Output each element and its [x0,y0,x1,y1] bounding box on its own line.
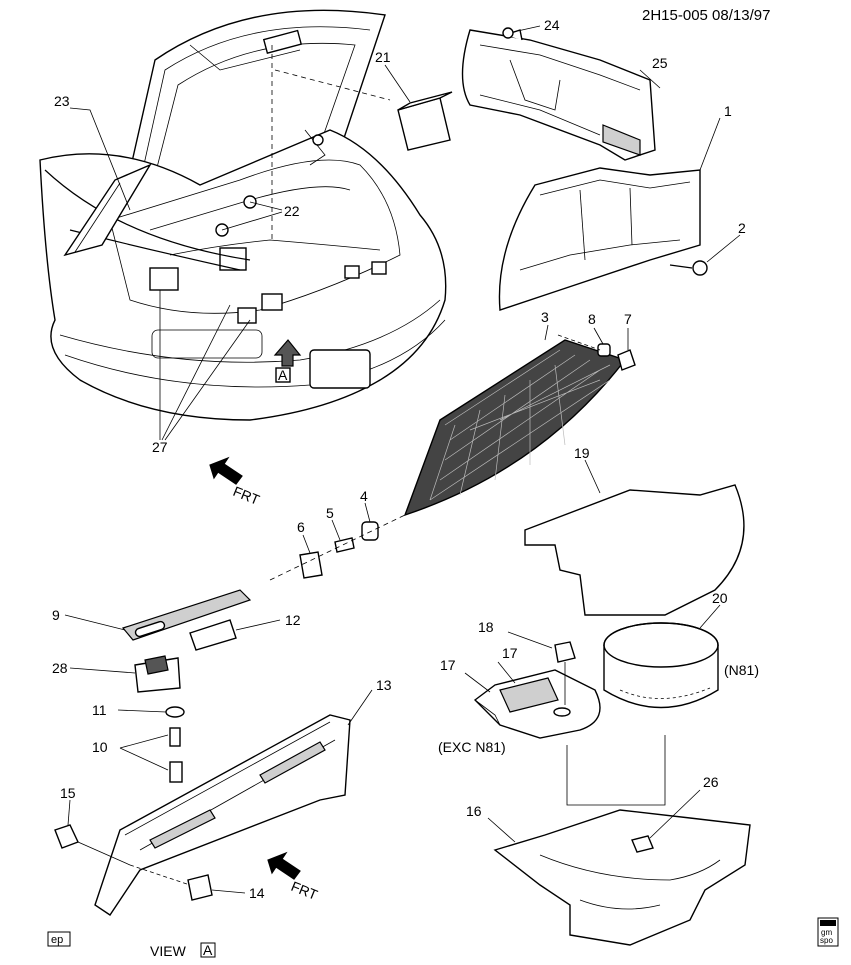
callout-9: 9 [52,607,60,623]
part-11-washer [117,706,185,718]
part-17-spare-cover [464,661,601,739]
part-13-sill-plate [94,689,373,916]
exc-n81-label: (EXC N81) [438,739,506,755]
part-20-tire [603,604,721,709]
callout-19: 19 [574,445,590,461]
callout-17b: 17 [502,645,518,661]
drawing-id: 2H15-005 08/13/97 [642,7,770,24]
frt-arrow-upper: FRT [209,456,262,508]
view-a-marker: A [278,367,288,383]
callout-24: 24 [544,17,560,33]
frt-label-upper: FRT [231,483,262,508]
gm-spo-logo: gm spo [817,917,839,947]
leader-17-16 [566,735,666,806]
callout-1: 1 [724,103,732,119]
part-18-wingnut [507,631,576,705]
callout-7: 7 [624,311,632,327]
ep-text: ep [51,934,63,946]
callout-10: 10 [92,739,108,755]
callout-5: 5 [326,505,334,521]
part-2-pushpin [669,234,741,276]
part-8-grommet [593,327,611,357]
part-7-bolt [617,328,636,371]
frt-label-lower: FRT [289,878,320,903]
callout-28: 28 [52,660,68,676]
part-16-spare-well [487,809,751,946]
frt-arrow-lower: FRT [267,851,320,903]
callout-21: 21 [375,49,391,65]
part-21-block [384,64,453,151]
callout-6: 6 [297,519,305,535]
leader-lines-upper-left [69,45,391,441]
part-1-trunk-trim [498,117,721,311]
part-3-cargo-net [403,324,627,517]
callout-13: 13 [376,677,392,693]
callout-18: 18 [478,619,494,635]
part-26-clip [631,789,701,853]
callout-23: 23 [54,93,70,109]
view-a-caption: VIEW A [150,942,216,959]
callout-25: 25 [652,55,668,71]
ep-badge: ep [47,931,71,947]
leader-6-net [269,514,406,581]
callout-2: 2 [738,220,746,236]
part-15-pushpin [54,799,131,866]
part-4-grommet [361,502,379,541]
callout-27: 27 [152,439,168,455]
n81-label: (N81) [724,662,759,678]
callout-22: 22 [284,203,300,219]
part-12-latch [189,619,281,651]
spo-text: spo [820,936,833,945]
callout-4: 4 [360,488,368,504]
callout-12: 12 [285,612,301,628]
callout-11: 11 [92,702,107,718]
part-25-side-trim [461,29,661,161]
callout-20: 20 [712,590,728,606]
callout-17a: 17 [440,657,456,673]
callout-16: 16 [466,803,482,819]
part-28-striker [69,655,181,693]
view-a-letter: A [203,942,213,958]
callout-15: 15 [60,785,76,801]
view-a-text: VIEW [150,943,187,959]
part-5-stud [331,519,355,553]
part-19-trunk-mat [524,459,745,616]
part-10-studs [119,727,183,783]
callout-numbers: 1 2 3 4 5 6 7 8 9 10 11 12 13 14 15 16 1… [52,17,746,901]
callout-14: 14 [249,885,265,901]
part-9-bracket [64,589,252,641]
vehicle-rear-body: A [39,9,447,421]
part-24-clip [502,25,541,39]
callout-8: 8 [588,311,596,327]
leader-3-8 [557,334,601,351]
part-6-clip [299,534,323,579]
callout-26: 26 [703,774,719,790]
gm-text: gm [821,928,832,937]
part-14-clip [129,864,246,901]
callout-3: 3 [541,309,549,325]
